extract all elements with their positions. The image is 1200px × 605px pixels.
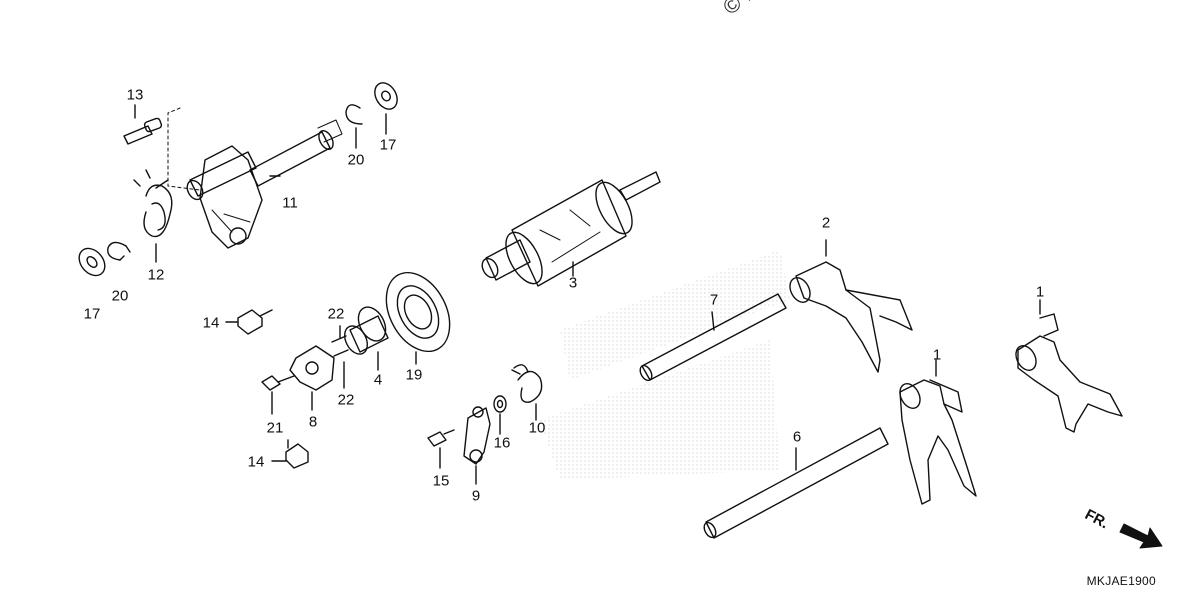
circlip-20-left <box>107 241 131 261</box>
callout-15[interactable]: 15 <box>432 472 450 490</box>
callout-17-left[interactable]: 17 <box>83 305 101 323</box>
callout-7[interactable]: 7 <box>709 291 719 309</box>
callout-20-left[interactable]: 20 <box>111 287 129 305</box>
shift-drum-3 <box>481 171 661 287</box>
bearing-collar-4 <box>344 306 389 371</box>
callout-19[interactable]: 19 <box>405 366 423 384</box>
washer-17-right <box>374 82 398 135</box>
callout-10[interactable]: 10 <box>528 419 546 437</box>
washer-17-left <box>78 247 106 277</box>
callout-9[interactable]: 9 <box>471 487 481 505</box>
callout-1-middle[interactable]: 1 <box>932 346 942 364</box>
fork-shaft-6 <box>703 427 889 539</box>
callout-3[interactable]: 3 <box>568 274 578 292</box>
return-spring-12 <box>133 169 173 263</box>
stopper-arm-9 <box>463 406 491 485</box>
arm-washer-16 <box>493 395 507 435</box>
callout-14-upper[interactable]: 14 <box>202 314 220 332</box>
callout-1-right[interactable]: 1 <box>1035 283 1045 301</box>
drawing-code: MKJAE1900 <box>1086 574 1156 588</box>
circlip-20-right <box>345 104 363 149</box>
dowel-pin-22 <box>331 325 349 389</box>
gearshift-spindle-11 <box>186 119 343 249</box>
stopper-spring-10 <box>511 364 543 421</box>
drum-center-8 <box>289 345 335 411</box>
callout-17-right[interactable]: 17 <box>379 136 397 154</box>
arm-bolt-15 <box>427 429 455 469</box>
fork-shaft-7 <box>639 293 787 382</box>
bolt-14-upper <box>225 309 273 335</box>
shift-fork-1-right <box>1015 299 1123 433</box>
watermark-stipple <box>540 250 790 480</box>
callout-21[interactable]: 21 <box>266 419 284 437</box>
callout-8[interactable]: 8 <box>308 413 318 431</box>
bearing-19 <box>385 271 451 365</box>
callout-4[interactable]: 4 <box>373 371 383 389</box>
callout-14-lower[interactable]: 14 <box>247 453 265 471</box>
callout-20-right[interactable]: 20 <box>347 151 365 169</box>
callout-22-lower[interactable]: 22 <box>337 391 355 409</box>
bolt-14-lower <box>271 439 309 469</box>
spring-pin-13 <box>123 104 163 145</box>
callout-13[interactable]: 13 <box>126 86 144 104</box>
callout-11[interactable]: 11 <box>282 194 298 212</box>
callout-22-upper[interactable]: 22 <box>327 305 345 323</box>
callout-12[interactable]: 12 <box>147 266 165 284</box>
front-direction-arrow <box>1119 523 1163 549</box>
callout-6[interactable]: 6 <box>792 428 802 446</box>
center-bolt-21 <box>261 375 295 415</box>
shift-fork-1-middle <box>899 359 977 505</box>
shift-fork-2 <box>789 239 913 373</box>
callout-2[interactable]: 2 <box>821 214 831 232</box>
callout-16[interactable]: 16 <box>493 434 511 452</box>
